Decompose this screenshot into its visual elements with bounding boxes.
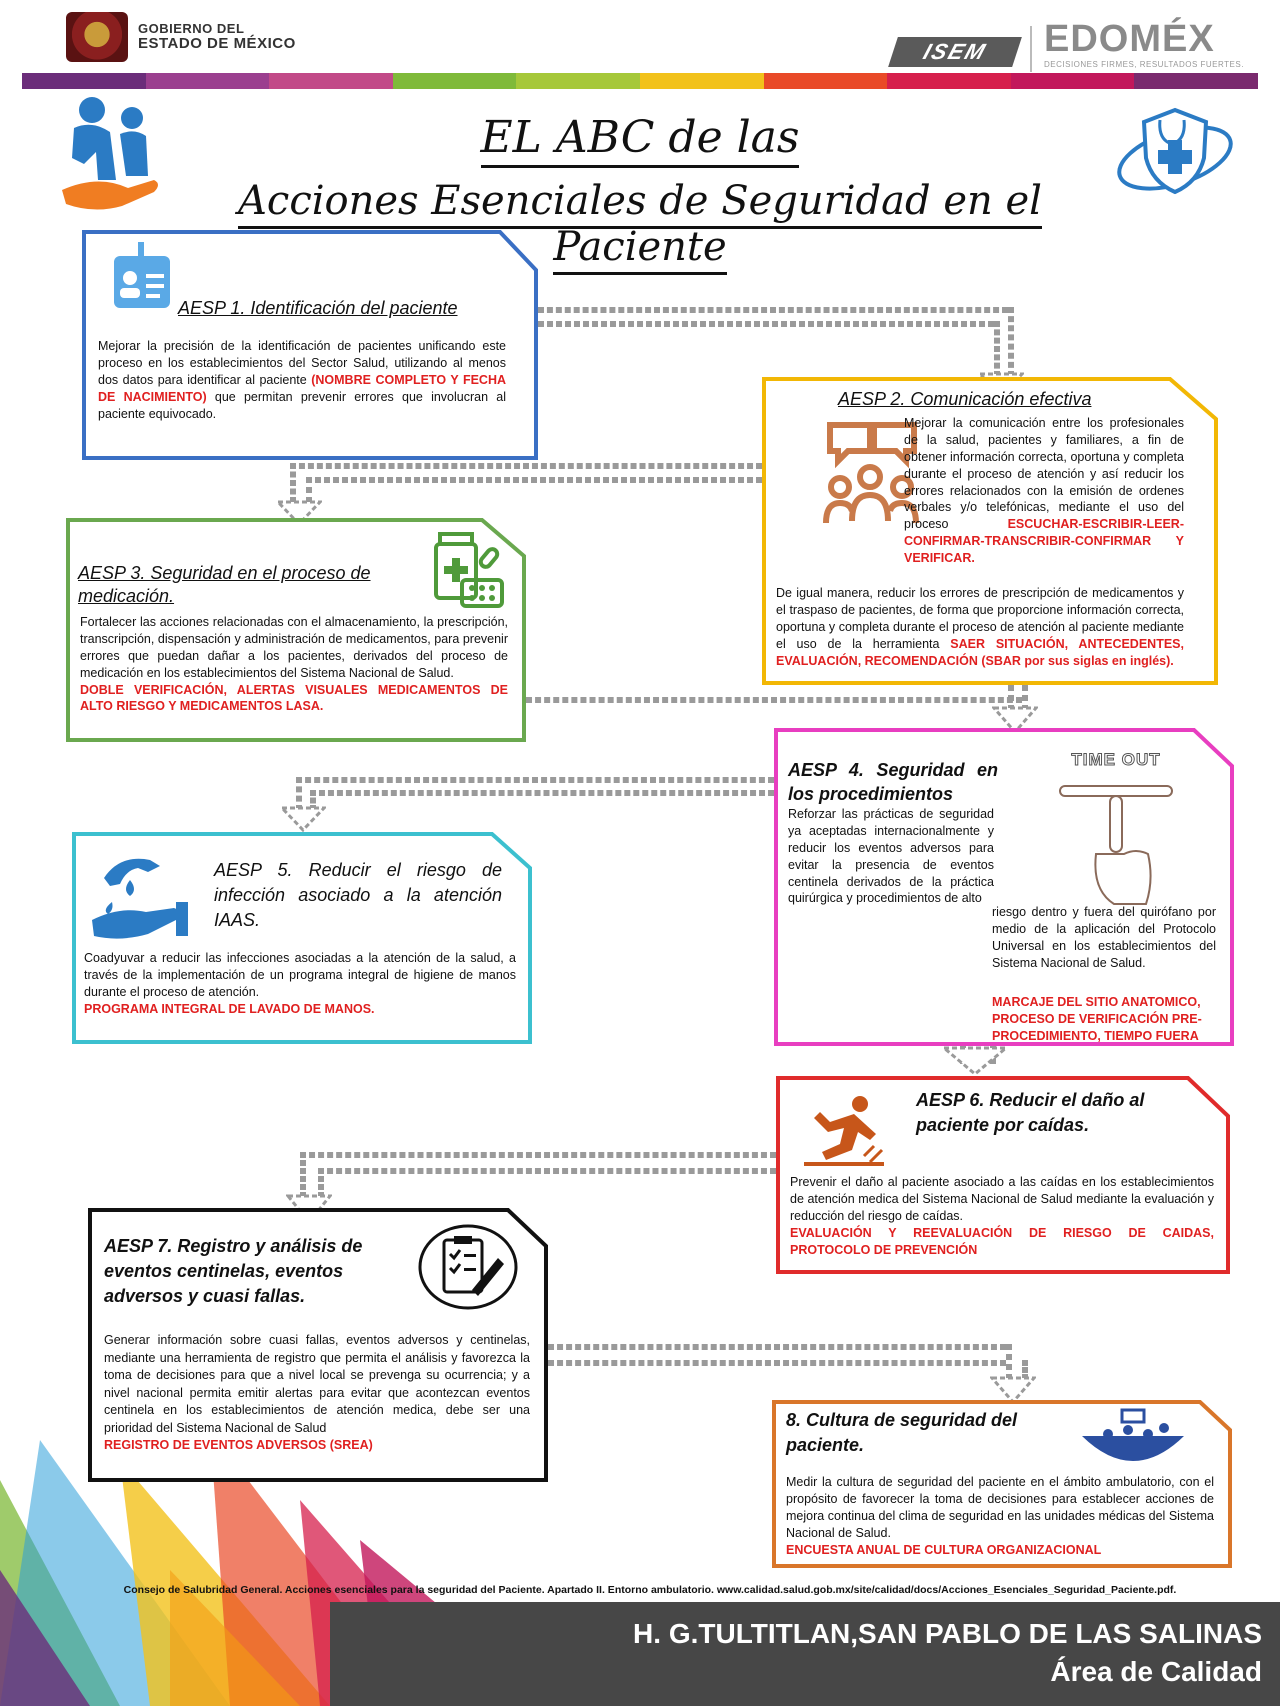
stripe-segment	[269, 73, 393, 89]
aesp3-title: AESP 3. Seguridad en el proceso de medic…	[78, 563, 371, 607]
aesp4-box: AESP 4. Seguridad en los procedimientos …	[774, 728, 1234, 1046]
edomex-logo: EDOMÉX DECISIONES FIRMES, RESULTADOS FUE…	[1044, 20, 1254, 76]
medication-icon	[434, 532, 504, 608]
gov-line1: GOBIERNO DEL	[138, 21, 245, 37]
aesp7-text: Generar información sobre cuasi fallas, …	[104, 1333, 530, 1452]
stripe-segment	[887, 73, 1011, 89]
connector	[538, 307, 1008, 313]
stripe-segment	[1134, 73, 1258, 89]
connector	[300, 1152, 306, 1198]
aesp5-text: Coadyuvar a reducir las infecciones asoc…	[84, 951, 516, 1016]
stripe-segment	[22, 73, 146, 89]
state-seal-icon	[66, 12, 128, 62]
aesp2-text2: De igual manera, reducir los errores de …	[776, 586, 1184, 668]
area-name: Área de Calidad	[1050, 1656, 1262, 1687]
connector	[526, 697, 1022, 703]
handwashing-icon	[92, 858, 188, 939]
aesp2-box: AESP 2. Comunicación efectiva Mejorar la…	[762, 377, 1218, 685]
connector	[290, 463, 296, 503]
stripe-segment	[516, 73, 640, 89]
isem-logo: ISEM	[888, 37, 1022, 67]
aesp8-title: 8. Cultura de seguridad del paciente.	[786, 1410, 1018, 1456]
health-shield-icon	[1117, 107, 1233, 195]
edomex-tagline: DECISIONES FIRMES, RESULTADOS FUERTES.	[1044, 60, 1244, 69]
stripe-segment	[763, 73, 888, 89]
id-badge-icon	[114, 242, 170, 308]
footer-bar	[330, 1602, 1280, 1706]
color-stripe	[22, 73, 1258, 89]
aesp2-title: AESP 2. Comunicación efectiva	[838, 389, 1092, 409]
connector	[548, 1344, 1006, 1350]
title-line1: EL ABC de las	[360, 112, 920, 168]
communication-icon	[823, 422, 919, 524]
aesp4-title: AESP 4. Seguridad en los procedimientos	[788, 760, 998, 805]
aesp7-box: AESP 7. Registro y análisis de eventos c…	[88, 1208, 548, 1482]
logo-divider	[1030, 26, 1032, 72]
aesp6-title: AESP 6. Reducir el daño al paciente por …	[916, 1090, 1145, 1136]
hospital-name: H. G.TULTITLAN,SAN PABLO DE LAS SALINAS	[633, 1618, 1262, 1649]
aesp7-title: AESP 7. Registro y análisis de eventos c…	[104, 1236, 363, 1307]
connector	[290, 463, 762, 469]
aesp1-box: AESP 1. Identificación del paciente Mejo…	[82, 230, 538, 460]
connector	[994, 321, 1000, 377]
time-out-hand-icon	[1059, 785, 1173, 905]
clipboard-icon	[418, 1224, 518, 1310]
aesp6-box: AESP 6. Reducir el daño al paciente por …	[776, 1076, 1230, 1274]
aesp3-box: AESP 3. Seguridad en el proceso de medic…	[66, 518, 526, 742]
connector	[306, 477, 312, 503]
connector	[300, 1152, 776, 1158]
arrow-down-icon	[280, 806, 326, 832]
edomex-text: EDOMÉX	[1044, 18, 1215, 60]
connector	[538, 321, 994, 327]
reference-note: Consejo de Salubridad General. Acciones …	[123, 1584, 1177, 1596]
arrow-down-icon	[992, 706, 1038, 734]
stripe-segment	[639, 73, 764, 89]
aesp1-text: Mejorar la precisión de la identificació…	[98, 339, 506, 421]
aesp5-title: AESP 5. Reducir el riesgo de infección a…	[214, 860, 502, 931]
caregiver-icon	[62, 97, 158, 210]
arrow-down-icon	[276, 500, 322, 526]
stripe-segment	[145, 73, 270, 89]
aesp3-text: Fortalecer las acciones relacionadas con…	[80, 615, 508, 714]
connector	[1006, 1344, 1012, 1380]
connector	[306, 477, 762, 483]
connector	[318, 1168, 776, 1174]
safety-culture-icon	[1082, 1408, 1184, 1461]
arrow-down-icon	[990, 1376, 1036, 1404]
connector	[1008, 307, 1014, 377]
time-out-label: TIME OUT	[1071, 750, 1161, 770]
aesp8-box: 8. Cultura de seguridad del paciente. Me…	[772, 1400, 1232, 1568]
arrow-down-icon	[942, 1046, 1008, 1076]
connector	[296, 777, 774, 783]
connector	[310, 790, 774, 796]
aesp4-highlight: MARCAJE DEL SITIO ANATOMICO, PROCESO DE …	[992, 995, 1202, 1043]
title-line2: Acciones Esenciales de Seguridad en el P…	[180, 178, 1100, 275]
aesp8-text: Medir la cultura de seguridad del pacien…	[786, 1475, 1214, 1557]
aesp5-box: AESP 5. Reducir el riesgo de infección a…	[72, 832, 532, 1044]
aesp2-text: Mejorar la comunicación entre los profes…	[904, 416, 1184, 565]
connector	[548, 1360, 1006, 1366]
time-out-image: TIME OUT	[1036, 750, 1196, 918]
aesp4-text-continued: riesgo dentro y fuera del quirófano por …	[992, 905, 1216, 970]
aesp6-text: Prevenir el daño al paciente asociado a …	[790, 1175, 1214, 1257]
gov-line2: ESTADO DE MÉXICO	[138, 34, 296, 52]
fall-warning-icon	[804, 1096, 884, 1166]
stripe-segment	[392, 73, 517, 89]
government-logo: GOBIERNO DEL ESTADO DE MÉXICO	[66, 10, 356, 64]
aesp4-text: Reforzar las prácticas de seguridad ya a…	[788, 807, 994, 906]
stripe-segment	[1010, 73, 1135, 89]
aesp1-title: AESP 1. Identificación del paciente	[178, 298, 458, 318]
